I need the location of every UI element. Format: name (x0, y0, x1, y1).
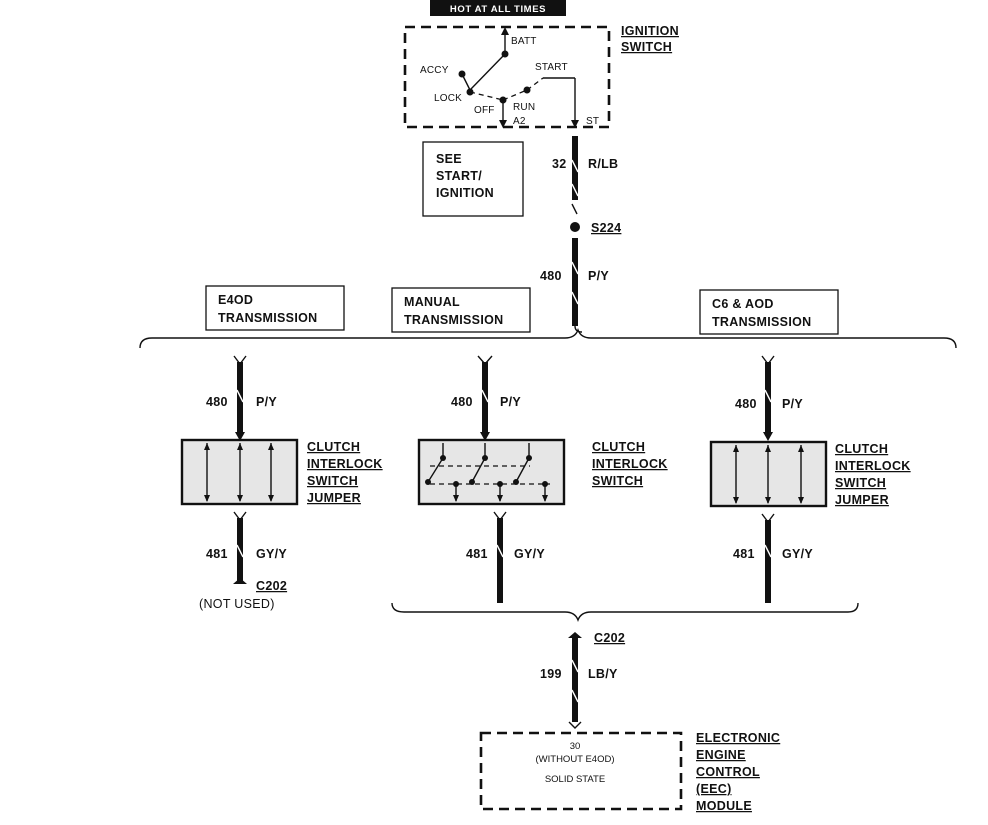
ignition-title-line2: SWITCH (621, 40, 672, 54)
splice-s224 (570, 222, 580, 232)
manual-label-box (391, 287, 531, 333)
c6-line2: TRANSMISSION (712, 315, 811, 329)
top-brace (139, 328, 957, 349)
right-switch-line2: INTERLOCK (835, 459, 911, 473)
manual-line2: TRANSMISSION (404, 313, 503, 327)
c202-bottom-label: C202 (594, 631, 625, 645)
left-switch-line4: JUMPER (307, 491, 361, 505)
wire-480-left-num: 480 (206, 395, 228, 409)
see-start-ignition-box (422, 141, 524, 217)
wire-481-mid (493, 511, 507, 603)
wire-480-right (761, 355, 775, 441)
c6-label-box (699, 289, 839, 335)
wire-480-mid (477, 355, 493, 441)
wire-480-left-color: P/Y (256, 395, 277, 409)
hot-banner: HOT AT ALL TIMES (450, 4, 546, 15)
batt-label: BATT (511, 36, 537, 47)
eec-title-line1: ELECTRONIC (696, 731, 780, 745)
eec-pin-30: 30 (570, 741, 581, 752)
wire-32 (571, 136, 579, 215)
wire-480-right-num: 480 (735, 397, 757, 411)
lock-label: LOCK (434, 93, 462, 104)
ignition-switch-box (403, 25, 611, 129)
clutch-interlock-switch-contacts (425, 443, 550, 502)
see-line1: SEE (436, 152, 462, 166)
wire-481-mid-color: GY/Y (514, 547, 545, 561)
wire-481-left-num: 481 (206, 547, 228, 561)
eec-title-line3: CONTROL (696, 765, 760, 779)
right-switch-line4: JUMPER (835, 493, 889, 507)
right-switch-line1: CLUTCH (835, 442, 888, 456)
eec-title-line2: ENGINE (696, 748, 746, 762)
c202-left-label: C202 (256, 579, 287, 593)
off-label: OFF (474, 105, 495, 116)
not-used-label: (NOT USED) (199, 597, 275, 611)
wire-480-main-num: 480 (540, 269, 562, 283)
eec-title-line4: (EEC) (696, 782, 732, 796)
wire-480-left (233, 355, 247, 441)
wire-480-main (571, 238, 583, 333)
wire-481-left (233, 511, 247, 584)
run-label: RUN (513, 102, 535, 113)
wire-480-mid-num: 480 (451, 395, 473, 409)
accy-label: ACCY (420, 65, 449, 76)
left-switch-line1: CLUTCH (307, 440, 360, 454)
e4od-line2: TRANSMISSION (218, 311, 317, 325)
wire-480-mid-color: P/Y (500, 395, 521, 409)
left-switch-line2: INTERLOCK (307, 457, 383, 471)
see-line2: START/ (436, 169, 482, 183)
wire-199-color: LB/Y (588, 667, 618, 681)
e4od-label-box (205, 285, 345, 331)
wire-32-num: 32 (552, 157, 567, 171)
ignition-title-line1: IGNITION (621, 24, 679, 38)
wire-481-left-color: GY/Y (256, 547, 287, 561)
wire-480-main-color: P/Y (588, 269, 609, 283)
left-switch-line3: SWITCH (307, 474, 358, 488)
mid-switch-line2: INTERLOCK (592, 457, 668, 471)
e4od-line1: E4OD (218, 293, 253, 307)
wire-481-right-color: GY/Y (782, 547, 813, 561)
ignition-switch-internals (458, 27, 579, 128)
right-switch-line3: SWITCH (835, 476, 886, 490)
st-label: ST (586, 116, 599, 127)
mid-switch-line1: CLUTCH (592, 440, 645, 454)
wire-199 (568, 632, 582, 729)
hot-banner-bg (430, 0, 566, 16)
see-line3: IGNITION (436, 186, 494, 200)
wire-480-right-color: P/Y (782, 397, 803, 411)
mid-switch-line3: SWITCH (592, 474, 643, 488)
manual-line1: MANUAL (404, 295, 460, 309)
c6-line1: C6 & AOD (712, 297, 774, 311)
clutch-interlock-switch-box (417, 438, 566, 506)
eec-module-box (479, 731, 683, 811)
wire-481-right-num: 481 (733, 547, 755, 561)
a2-label: A2 (513, 116, 526, 127)
wire-199-num: 199 (540, 667, 562, 681)
left-jumper-arrows (204, 443, 274, 502)
wire-481-mid-num: 481 (466, 547, 488, 561)
start-label: START (535, 62, 568, 73)
eec-pin-note: (WITHOUT E4OD) (536, 754, 615, 765)
wire-32-color: R/LB (588, 157, 618, 171)
wire-481-right (761, 513, 775, 603)
eec-solid-state: SOLID STATE (545, 774, 605, 785)
splice-s224-label: S224 (591, 221, 621, 235)
bottom-brace (391, 602, 859, 622)
right-jumper-arrows (733, 445, 804, 504)
eec-title-line5: MODULE (696, 799, 752, 813)
